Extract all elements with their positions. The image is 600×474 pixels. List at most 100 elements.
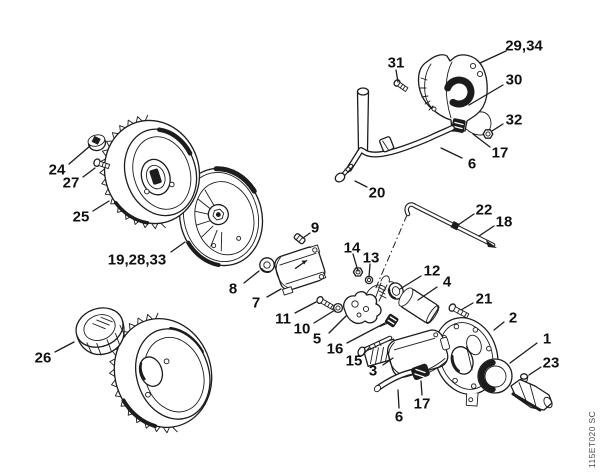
- callout-label-8-32: 32: [506, 112, 523, 129]
- wire-rod: [374, 202, 497, 291]
- callout-leader-19-21: [460, 302, 474, 311]
- rear-wheel-spokes: [194, 189, 223, 252]
- callout-label-26-10: 10: [294, 321, 311, 338]
- callout-label-32-6: 6: [395, 409, 403, 426]
- short-circuit-wire: [373, 358, 448, 393]
- grommet-12: [387, 282, 404, 300]
- connector-17: [411, 363, 430, 380]
- callout-label-23-8: 8: [229, 281, 237, 298]
- callout-label-11-20: 20: [369, 185, 386, 202]
- alignment-line: [374, 214, 408, 291]
- callout-leader-1-27: [82, 167, 96, 178]
- lead-ferrule: [379, 136, 395, 153]
- callout-label-25-11: 11: [275, 311, 291, 328]
- hex-nut-32: [482, 129, 494, 139]
- callout-label-30-3: 3: [369, 363, 377, 380]
- callout-label-13-18: 18: [496, 214, 513, 231]
- ignition-module: [387, 329, 451, 378]
- callout-leader-9-17: [472, 133, 491, 148]
- cable-clip-16: [379, 313, 399, 328]
- callout-leader-20-2: [493, 321, 505, 331]
- callout-leader-3-19-28-33: [170, 241, 186, 253]
- callout-leader-5-31: [395, 69, 399, 83]
- callout-label-17-12: 12: [424, 263, 441, 280]
- callout-label-29-15: 15: [346, 353, 363, 370]
- callout-label-9-17: 17: [492, 145, 509, 162]
- callout-leader-8-32: [491, 123, 504, 132]
- ring-facets: [86, 316, 126, 356]
- callout-leader-32-6: [397, 389, 400, 409]
- dowel-pin-9: [293, 233, 306, 245]
- callout-label-21-1: 1: [543, 331, 551, 348]
- callout-label-16-13: 13: [363, 250, 380, 267]
- callout-leader-28-16: [346, 322, 386, 344]
- ignition-coil: [274, 244, 327, 296]
- callout-label-14-9: 9: [311, 220, 319, 237]
- screw-27: [93, 158, 111, 170]
- collar-screw-20: [334, 163, 354, 183]
- callout-label-4-26: 26: [35, 350, 52, 367]
- spark-plug-boot: [510, 378, 553, 412]
- rotor-laminations: [419, 77, 434, 111]
- callout-layer: 24272519,28,33263129,3430321762022189141…: [35, 38, 560, 426]
- condenser: [398, 287, 440, 324]
- callout-label-12-22: 22: [476, 202, 493, 219]
- callout-leader-13-18: [478, 225, 495, 237]
- callout-leader-22-23: [528, 366, 542, 376]
- callout-label-0-24: 24: [49, 162, 66, 179]
- callout-leader-12-22: [457, 213, 475, 226]
- callout-label-28-16: 16: [327, 341, 344, 358]
- callout-label-6-29-34: 29,34: [505, 38, 543, 55]
- callout-leader-10-6: [440, 147, 463, 159]
- callout-leader-15-14: [352, 253, 359, 272]
- callout-leader-14-9: [302, 232, 311, 239]
- callout-label-1-27: 27: [63, 175, 80, 192]
- callout-label-15-14: 14: [344, 240, 361, 257]
- callout-label-31-17: 17: [414, 396, 431, 413]
- callout-label-19-21: 21: [476, 291, 493, 308]
- callout-leader-29-15: [362, 347, 370, 356]
- callout-label-24-7: 7: [252, 295, 260, 312]
- callout-label-22-23: 23: [543, 355, 560, 372]
- callout-leader-30-3: [382, 357, 394, 366]
- callout-label-20-2: 2: [509, 310, 517, 327]
- callout-label-7-30: 30: [506, 72, 523, 89]
- callout-leader-2-25: [92, 200, 110, 212]
- flywheel-rear: [178, 166, 264, 268]
- ignition-rotor: [417, 54, 492, 136]
- callout-label-18-4: 4: [443, 274, 452, 291]
- contact-breaker: [343, 284, 386, 325]
- callout-leader-23-8: [243, 270, 260, 284]
- callout-leader-4-26: [54, 341, 75, 353]
- grommet-8: [259, 257, 275, 273]
- flywheel-lower: [109, 312, 213, 434]
- seal-ring: [477, 358, 513, 394]
- cable-clip-22: [450, 220, 460, 231]
- callout-label-2-25: 25: [73, 209, 90, 226]
- callout-leader-31-17: [420, 380, 423, 396]
- screw-31: [393, 79, 409, 92]
- washer-10: [332, 302, 344, 314]
- callout-leader-11-20: [354, 180, 368, 188]
- callout-leader-24-7: [266, 288, 282, 298]
- callout-leader-17-12: [399, 275, 422, 290]
- screw-11: [316, 295, 335, 311]
- drawing-number-watermark: 115ET020 SC: [587, 411, 597, 468]
- callout-leader-7-30: [468, 84, 504, 106]
- callout-leader-21-1: [509, 342, 538, 364]
- callout-leader-25-11: [294, 301, 317, 314]
- callout-label-10-6: 6: [468, 156, 476, 173]
- callout-leader-0-24: [68, 145, 91, 165]
- callout-leader-18-4: [417, 286, 438, 301]
- callout-label-27-5: 5: [313, 331, 321, 348]
- starter-pawl-ring: [75, 307, 126, 356]
- callout-label-3-19-28-33: 19,28,33: [108, 252, 166, 269]
- callout-leader-6-29-34: [479, 50, 507, 64]
- callout-label-5-31: 31: [388, 55, 405, 72]
- screw-21: [448, 303, 470, 319]
- wire-arrow-tip: [486, 240, 497, 248]
- callout-leader-27-5: [328, 315, 347, 334]
- callout-leader-16-13: [368, 263, 371, 278]
